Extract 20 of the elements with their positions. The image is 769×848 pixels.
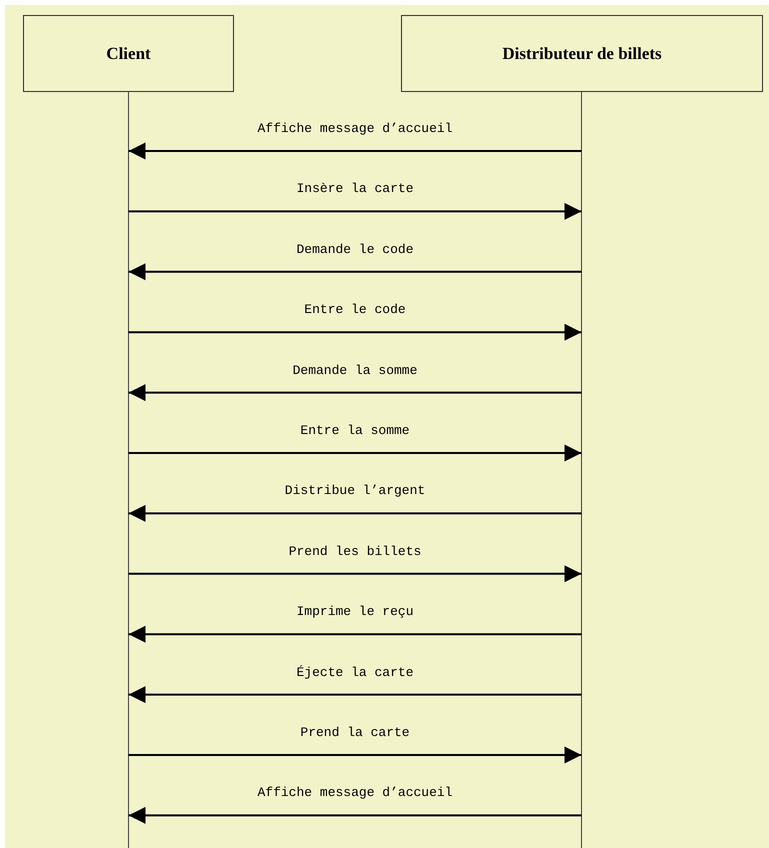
message-arrow <box>128 626 582 643</box>
message-arrow <box>128 444 582 462</box>
participant-box <box>23 15 234 92</box>
message-arrow <box>128 142 582 160</box>
edge-label: Affiche message d’accueil <box>255 121 455 136</box>
participant-box <box>401 15 763 92</box>
message-arrow <box>128 324 582 341</box>
participant-name: Distributeur de billets <box>502 44 662 64</box>
edge-label: Affiche message d’accueil <box>255 785 455 800</box>
message-arrow <box>128 504 582 522</box>
message-arrow <box>128 384 582 402</box>
participant-name: Client <box>106 44 151 64</box>
message-arrow <box>128 263 582 280</box>
message-arrow <box>128 746 582 764</box>
message-arrow <box>128 806 582 824</box>
message-arrow <box>128 565 582 582</box>
message-arrow <box>128 686 582 704</box>
lifeline <box>581 92 582 848</box>
lifeline <box>128 92 129 848</box>
message-arrow <box>128 202 582 220</box>
